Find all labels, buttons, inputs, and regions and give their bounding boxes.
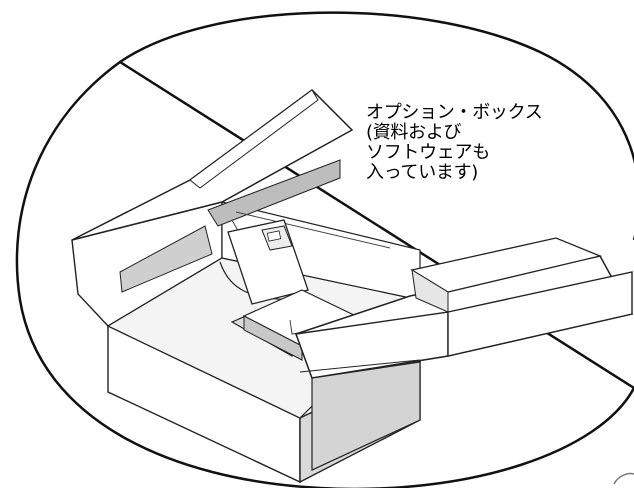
- callout-line-1: オプション・ボックス: [366, 102, 543, 123]
- left-flap-edge: [189, 89, 319, 189]
- inner-left-panel: [119, 225, 213, 293]
- card-label: [266, 230, 282, 242]
- callout-line-4: 入っています): [366, 162, 479, 183]
- manual-edge: [243, 315, 303, 361]
- box-lower-right: [311, 361, 421, 471]
- corner-mark: [613, 472, 634, 485]
- opening-line: [235, 211, 391, 249]
- right-flap-side: [447, 271, 633, 357]
- callout-line-3: ソフトウェアも: [366, 142, 490, 163]
- callout-text: オプション・ボックス (資料および ソフトウェアも 入っています): [366, 103, 634, 183]
- ellipse-frame: [15, 11, 634, 488]
- left-flap-shadow: [207, 159, 341, 227]
- right-flap-fold: [299, 359, 421, 373]
- callout-line-2: (資料および: [366, 122, 462, 143]
